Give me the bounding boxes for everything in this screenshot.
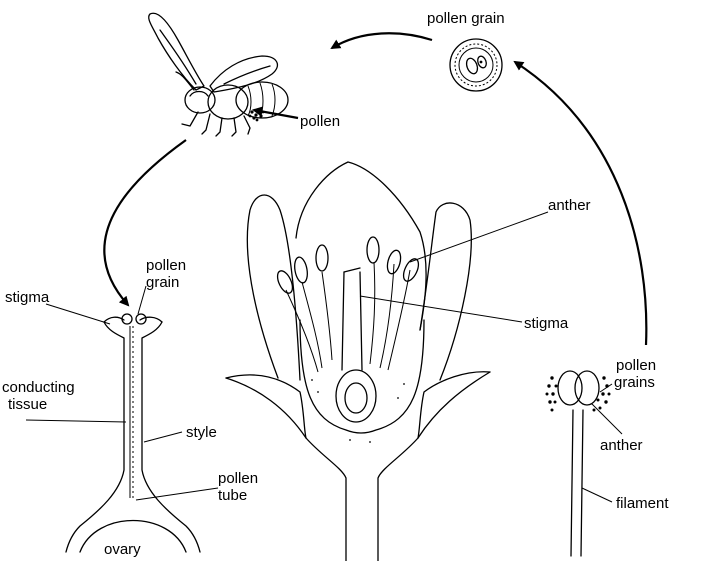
bee-illustration xyxy=(149,13,288,136)
stamen-pollen-grains xyxy=(546,376,611,411)
label-pollen-grain-left-line1: pollen xyxy=(146,257,186,274)
label-pollen-grains-right-line2: grains xyxy=(614,374,655,391)
flower-illustration xyxy=(226,162,490,561)
label-pollen-grain-left-line2: grain xyxy=(146,274,179,291)
label-conducting-line2: tissue xyxy=(8,396,47,413)
stamen-illustration xyxy=(546,371,611,556)
label-pollen-grains-right-line1: pollen xyxy=(616,357,656,374)
pollen-grain-illustration xyxy=(450,39,502,91)
label-pollen-tube-line1: pollen xyxy=(218,470,258,487)
label-anther-right: anther xyxy=(600,437,643,454)
label-stigma-left: stigma xyxy=(5,289,50,306)
label-ovary: ovary xyxy=(104,541,141,558)
arrow-pollen-to-bee xyxy=(332,33,432,48)
label-style: style xyxy=(186,424,217,441)
label-pollen-tube-line2: tube xyxy=(218,487,247,504)
label-anther-flower: anther xyxy=(548,197,591,214)
leader-lines xyxy=(26,212,622,502)
label-pollen-grain-top: pollen grain xyxy=(427,10,505,27)
label-conducting-line1: conducting xyxy=(2,379,75,396)
label-stigma-flower: stigma xyxy=(524,315,569,332)
label-pollen-bee: pollen xyxy=(300,113,340,130)
label-filament: filament xyxy=(616,495,669,512)
